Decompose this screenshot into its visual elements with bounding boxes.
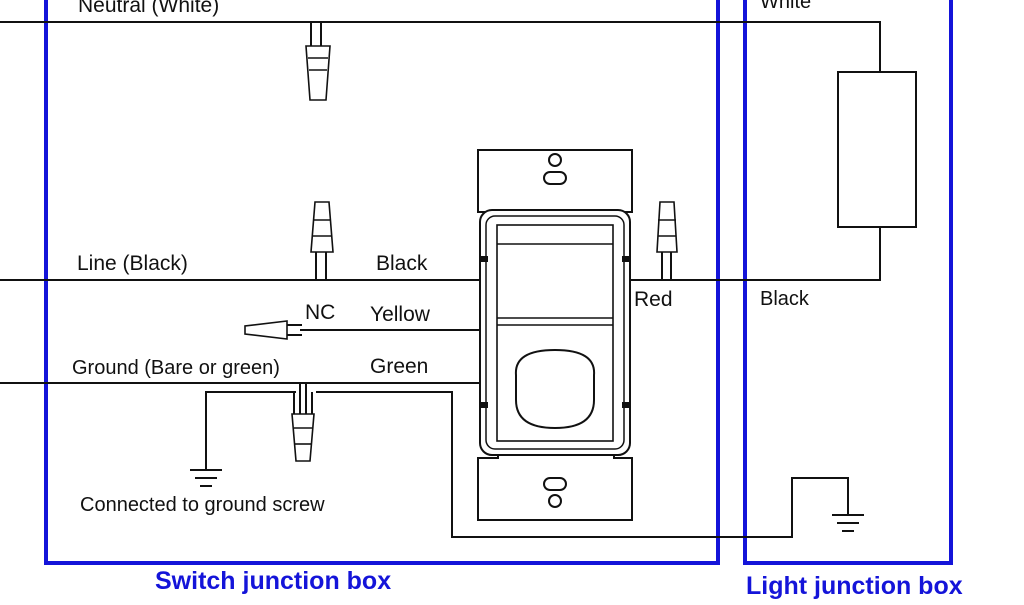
label-black-light: Black [760,288,810,310]
light-fixture-icon [837,71,917,228]
label-line-black: Line (Black) [77,252,188,275]
light-junction-box-title: Light junction box [746,572,963,600]
label-yellow: Yellow [370,303,431,326]
wire-nut-icon [291,413,315,462]
yellow-nc-wire [285,324,480,336]
label-white: White [760,0,811,13]
label-green: Green [370,355,428,378]
red-load-wire [628,227,881,281]
label-red: Red [634,288,673,311]
ground-wire [0,382,849,538]
label-nc: NC [305,301,335,324]
label-connected-ground-screw: Connected to ground screw [80,494,325,516]
line-wire [0,250,480,281]
wire-nut-icon [656,201,678,253]
light-junction-box [743,0,953,565]
label-neutral-white: Neutral (White) [78,0,219,17]
ground-symbol-icon [832,514,864,532]
switch-junction-box [44,0,720,565]
label-ground: Ground (Bare or green) [72,357,280,379]
label-black-switch: Black [376,252,428,275]
wire-nut-icon [310,201,334,253]
ground-symbol-icon [190,469,222,487]
wire-nut-icon [305,45,331,101]
occupancy-sensor-switch-icon [477,149,633,521]
neutral-wire [0,21,881,72]
wire-nut-icon [244,320,288,340]
switch-terminals [480,256,630,408]
switch-junction-box-title: Switch junction box [155,567,391,595]
